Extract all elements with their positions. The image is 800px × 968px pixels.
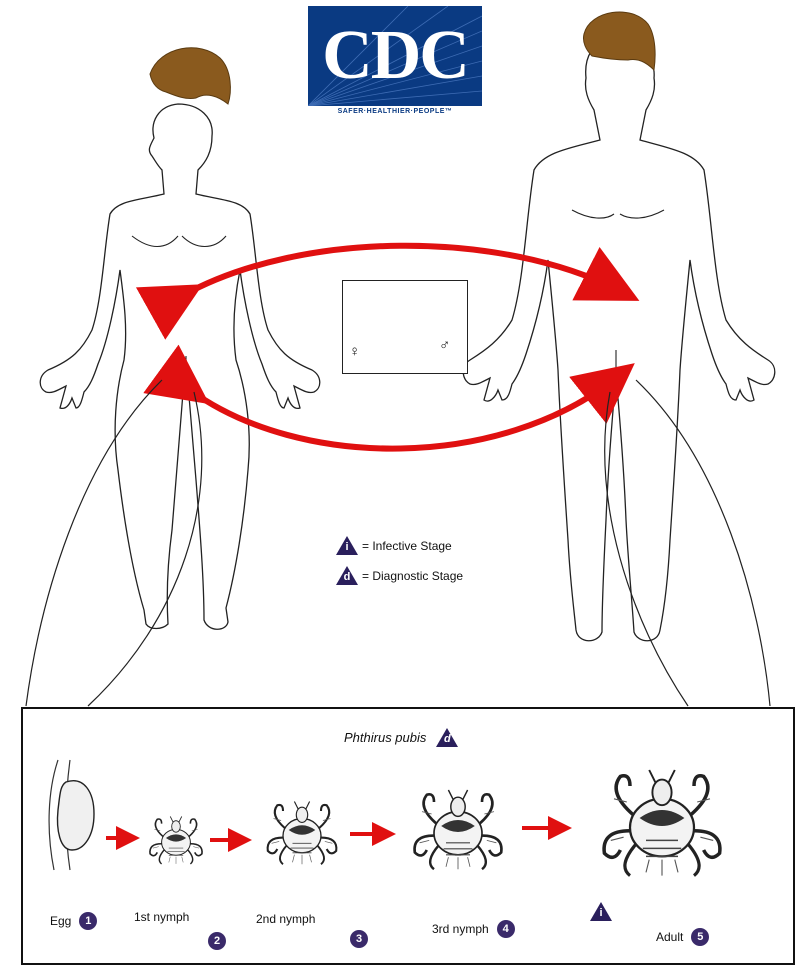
male-figure [462,39,776,642]
egg-illustration [48,759,95,871]
male-hair [583,11,656,72]
stage-egg-label: Egg 1 [50,912,98,930]
infective-label: = Infective Stage [362,538,452,553]
stage-adult-label: Adult 5 [656,928,710,946]
transmission-arrow-bottom [143,344,635,452]
stage-number-3: 3 [350,930,368,948]
species-name: Phthirus pubis [344,730,427,745]
adult-infective-badge: i [590,902,612,921]
stage-third-nymph-label: 3rd nymph 4 [432,920,515,938]
sex-box: ♀ ♂ [342,280,468,374]
funnel-lines [25,379,771,707]
cdc-logo: CDC SAFER·HEALTHIER·PEOPLE™ [308,6,482,120]
diagnostic-label: = Diagnostic Stage [362,568,464,583]
species-diagnostic-badge: d [436,728,459,747]
logo-text: CDC [322,17,470,94]
stage-first-nymph-label: 1st nymph [134,910,190,924]
species-label: Phthirus pubis d [344,728,459,747]
stage-number-5: 5 [691,928,710,946]
transmission-arrow-top [135,242,640,340]
logo-rays [308,6,482,106]
stage-number-1: 1 [79,912,98,930]
stage-arrows [106,816,572,852]
infective-badge: i [336,536,358,555]
legend-diagnostic: d = Diagnostic Stage [336,566,463,585]
female-figure [39,103,321,630]
female-symbol: ♀ [349,343,361,360]
male-symbol: ♂ [439,337,451,354]
logo-tagline: SAFER·HEALTHIER·PEOPLE™ [337,108,453,115]
stage-number-4: 4 [496,920,515,938]
legend-infective: i = Infective Stage [336,536,452,555]
stage-number-2: 2 [208,932,226,950]
diagnostic-badge: d [336,566,358,585]
stage-second-nymph-label: 2nd nymph [256,912,316,926]
female-hair [149,47,231,105]
